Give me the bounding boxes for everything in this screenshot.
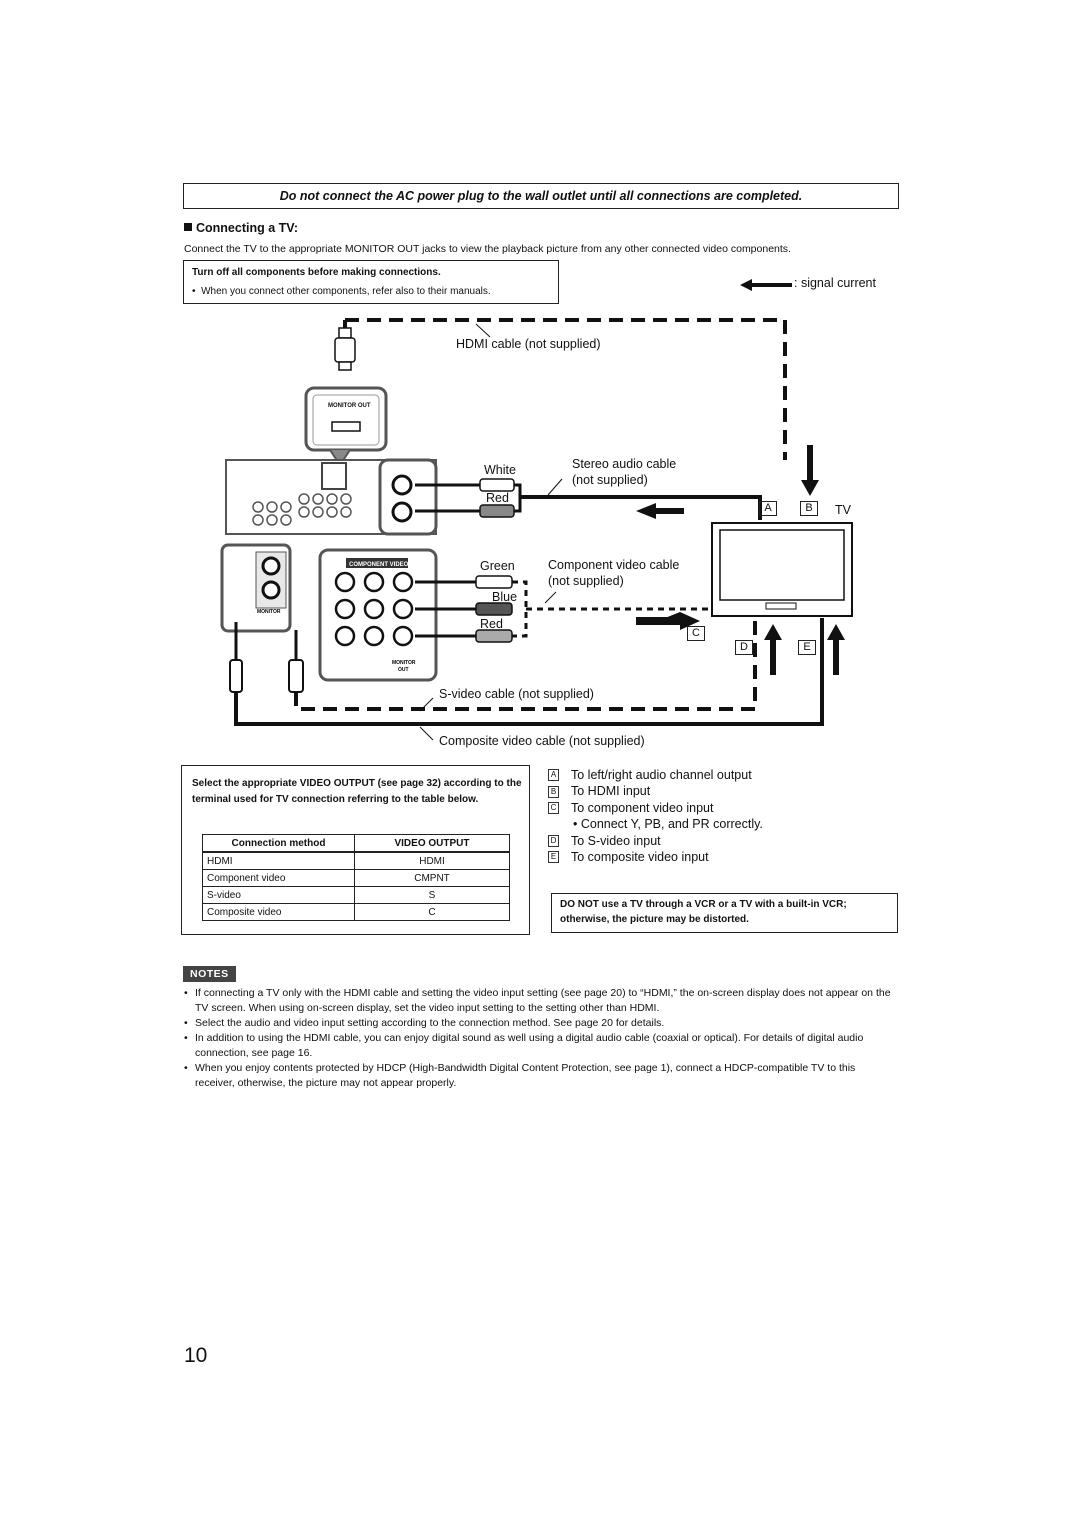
- marker-a: A: [759, 501, 777, 516]
- video-output-instructions: Select the appropriate VIDEO OUTPUT (see…: [192, 778, 522, 805]
- red-component-label: Red: [480, 617, 503, 631]
- composite-cable-line: [234, 618, 824, 726]
- composite-cable-label: Composite video cable (not supplied): [439, 734, 645, 748]
- tip-heading: Turn off all components before making co…: [192, 267, 441, 278]
- key-letter: A: [548, 769, 559, 782]
- svideo-monitor-label: MONITOR: [257, 609, 281, 615]
- section-title: Connecting a TV:: [196, 221, 299, 235]
- notes-label: NOTES: [183, 966, 236, 982]
- note-item: If connecting a TV only with the HDMI ca…: [182, 986, 892, 1016]
- signal-arrow-icon: [740, 279, 792, 291]
- connection-diagram: MONITOR COMPONENT VIDEO MONITOR OUT: [220, 318, 853, 741]
- svideo-plug-icon: [288, 659, 304, 693]
- component-cable-not-supplied: (not supplied): [548, 574, 624, 588]
- composite-plug-icon: [229, 659, 243, 693]
- svideo-cable-label: S-video cable (not supplied): [439, 687, 594, 701]
- note-item: When you enjoy contents protected by HDC…: [182, 1061, 892, 1091]
- note-item: Select the audio and video input setting…: [182, 1016, 892, 1031]
- red-component-plug-icon: [475, 629, 513, 643]
- component-cable-label: Component video cable: [548, 558, 680, 572]
- key-text: • Connect Y, PB, and PR correctly.: [573, 817, 763, 832]
- list-item: E To composite video input: [548, 849, 763, 865]
- video-output-box: Select the appropriate VIDEO OUTPUT (see…: [181, 765, 530, 935]
- connection-key-list: A To left/right audio channel output B To …: [548, 767, 763, 865]
- table-cell: HDMI: [202, 851, 355, 870]
- arrow-down-icon: [801, 445, 819, 496]
- hdmi-plug-icon: [334, 327, 356, 371]
- white-plug-icon: [479, 478, 515, 492]
- key-letter: B: [548, 785, 559, 798]
- list-item: A To left/right audio channel output: [548, 767, 763, 783]
- table-cell: Component video: [202, 869, 355, 887]
- square-bullet-icon: [184, 223, 192, 231]
- section-heading: Connecting a TV:: [184, 221, 298, 235]
- marker-d: D: [735, 640, 753, 655]
- stereo-cable-not-supplied: (not supplied): [572, 473, 648, 487]
- monitor-out-label: MONITOR OUT: [328, 403, 371, 409]
- list-item: B To HDMI input: [548, 783, 763, 799]
- blue-label: Blue: [492, 590, 518, 604]
- vcr-warning-box: DO NOT use a TV through a VCR or a TV wi…: [551, 893, 898, 933]
- arrow-left-icon: [636, 503, 684, 519]
- table-cell: CMPNT: [354, 869, 510, 887]
- white-label: White: [484, 463, 516, 477]
- component-video-label: COMPONENT VIDEO: [349, 562, 409, 568]
- tip-bullet-text: When you connect other components, refer…: [201, 286, 491, 297]
- note-item: In addition to using the HDMI cable, you…: [182, 1031, 892, 1061]
- green-label: Green: [480, 559, 515, 573]
- marker-e: E: [798, 640, 816, 655]
- audio-jack-callout: [378, 458, 438, 536]
- table-cell: Composite video: [202, 903, 355, 921]
- notes-list: If connecting a TV only with the HDMI ca…: [182, 986, 892, 1091]
- warning-banner: Do not connect the AC power plug to the …: [183, 183, 899, 209]
- red-label: Red: [486, 491, 509, 505]
- key-text: To left/right audio channel output: [571, 768, 752, 782]
- key-text: To component video input: [571, 800, 714, 815]
- key-text: To S-video input: [571, 833, 661, 848]
- tip-bullet: • When you connect other components, ref…: [192, 286, 491, 297]
- arrow-up-composite-icon: [827, 624, 845, 675]
- table-cell: S-video: [202, 886, 355, 904]
- marker-b: B: [800, 501, 818, 516]
- marker-c: C: [687, 626, 705, 641]
- list-item: C To component video input: [548, 800, 763, 816]
- table-cell: C: [354, 903, 510, 921]
- stereo-cable-line: [520, 495, 762, 520]
- key-letter: D: [548, 834, 559, 847]
- table-cell: S: [354, 886, 510, 904]
- tip-box: Turn off all components before making co…: [183, 260, 559, 304]
- red-plug-icon: [479, 504, 515, 518]
- arrow-right-icon: [636, 612, 700, 630]
- stereo-cable-label: Stereo audio cable: [572, 457, 677, 471]
- key-letter: E: [548, 851, 559, 864]
- key-letter: C: [548, 801, 559, 814]
- component-monitor-label: MONITOR: [392, 660, 416, 666]
- page-number: 10: [184, 1344, 208, 1367]
- signal-legend-label: : signal current: [794, 276, 876, 290]
- arrow-up-svideo-icon: [764, 624, 782, 675]
- tv-label: TV: [835, 503, 851, 517]
- key-text: To composite video input: [571, 849, 709, 864]
- hdmi-cable-line: [345, 318, 787, 460]
- green-plug-icon: [475, 575, 513, 589]
- component-out-label: OUT: [398, 667, 409, 673]
- table-header: VIDEO OUTPUT: [354, 834, 510, 853]
- blue-plug-icon: [475, 602, 513, 616]
- list-item: • Connect Y, PB, and PR correctly.: [548, 816, 763, 832]
- svideo-cable-line: [294, 618, 757, 711]
- hdmi-cable-label: HDMI cable (not supplied): [456, 337, 601, 351]
- table-header: Connection method: [202, 834, 355, 853]
- intro-text: Connect the TV to the appropriate MONITO…: [184, 243, 791, 255]
- table-cell: HDMI: [354, 851, 510, 870]
- list-item: D To S-video input: [548, 833, 763, 849]
- key-text: To HDMI input: [571, 784, 651, 799]
